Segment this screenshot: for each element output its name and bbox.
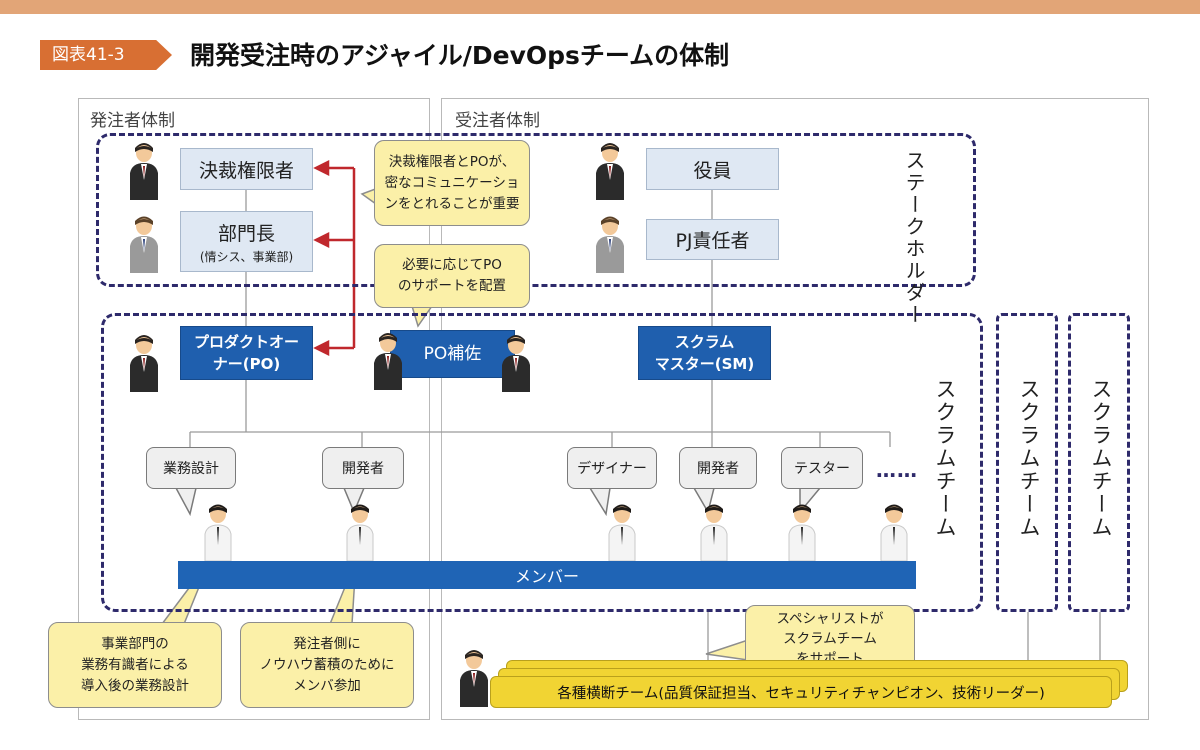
callout-line: ノウハウ蓄積のために xyxy=(259,656,395,673)
dept-head-label: 部門長 xyxy=(217,222,275,245)
callout-line: 必要に応じてPO xyxy=(402,257,502,273)
cross-team-label: 各種横断チーム(品質保証担当、セキュリティチャンピオン、技術リーダー) xyxy=(557,685,1045,702)
po-support-callout: 必要に応じてPO のサポートを配置 xyxy=(374,244,530,308)
figure-title: 開発受注時のアジャイル/DevOpsチームの体制 xyxy=(190,41,730,70)
person-icon xyxy=(124,140,164,200)
scrum-team-group xyxy=(101,313,983,612)
executive-label: 役員 xyxy=(693,159,732,182)
callout-line: 業務有識者による xyxy=(81,656,189,673)
top-accent-bar xyxy=(0,0,1200,14)
scrum-team-label: スクラムチーム xyxy=(933,378,957,539)
po-label-line1: プロダクトオー xyxy=(193,333,299,351)
approver-label: 決裁権限者 xyxy=(198,159,294,182)
person-icon xyxy=(496,332,536,392)
person-icon xyxy=(782,500,822,562)
callout-line: 事業部門の xyxy=(101,635,169,652)
person-icon xyxy=(874,500,914,562)
po-assist-label: PO補佐 xyxy=(423,344,482,364)
person-icon xyxy=(198,500,238,562)
person-icon xyxy=(124,332,164,392)
callout-line: のサポートを配置 xyxy=(398,278,506,294)
person-icon xyxy=(454,646,494,708)
person-icon xyxy=(590,140,630,200)
sm-label-line1: スクラム xyxy=(674,333,735,351)
callout-line: 決裁権限者とPOが、 xyxy=(388,153,516,170)
other-scrum-team-2-label: スクラムチーム xyxy=(1089,378,1113,539)
business-expert-callout: 事業部門の 業務有識者による 導入後の業務設計 xyxy=(48,622,222,708)
other-scrum-team-1-label: スクラムチーム xyxy=(1017,378,1041,539)
callout-line: メンバ参加 xyxy=(293,677,361,694)
callout-line: 導入後の業務設計 xyxy=(81,677,189,694)
role-business-design: 業務設計 xyxy=(146,447,236,489)
cross-team-bar: 各種横断チーム(品質保証担当、セキュリティチャンピオン、技術リーダー) xyxy=(490,676,1112,708)
dept-head-box: 部門長 (情シス、事業部) xyxy=(180,211,313,272)
client-region-label: 発注者体制 xyxy=(90,111,175,131)
client-region xyxy=(78,98,430,720)
po-communication-callout: 決裁権限者とPOが、 密なコミュニケーショ ンをとれることが重要 xyxy=(374,140,530,226)
callout-line: スクラムチーム xyxy=(783,631,877,647)
person-icon xyxy=(602,500,642,562)
approver-box: 決裁権限者 xyxy=(180,148,313,190)
person-icon xyxy=(340,500,380,562)
other-scrum-team-1 xyxy=(996,313,1058,612)
pj-manager-label: PJ責任者 xyxy=(675,230,750,252)
role-tester: テスター xyxy=(781,447,863,489)
person-icon xyxy=(368,330,408,390)
scrum-master-box: スクラム マスター(SM) xyxy=(638,326,771,380)
callout-line: 密なコミュニケーショ xyxy=(384,174,520,191)
person-icon xyxy=(694,500,734,562)
pj-manager-box: PJ責任者 xyxy=(646,219,779,260)
po-label-line2: ナー(PO) xyxy=(212,355,281,373)
executive-box: 役員 xyxy=(646,148,779,190)
person-icon xyxy=(590,213,630,273)
stakeholder-group xyxy=(96,133,976,287)
figure-tag: 図表41-3 xyxy=(40,40,172,70)
callout-line: スペシャリストが xyxy=(776,611,884,627)
client-member-callout: 発注者側に ノウハウ蓄積のために メンバ参加 xyxy=(240,622,414,708)
sm-label-line2: マスター(SM) xyxy=(654,355,755,373)
callout-line: 発注者側に xyxy=(293,635,361,652)
product-owner-box: プロダクトオー ナー(PO) xyxy=(180,326,313,380)
other-scrum-team-2 xyxy=(1068,313,1130,612)
person-icon xyxy=(124,213,164,273)
callout-line: ンをとれることが重要 xyxy=(384,195,520,212)
po-assist-box: PO補佐 xyxy=(390,330,515,378)
role-client-developer: 開発者 xyxy=(322,447,404,489)
dept-head-sub-label: (情シス、事業部) xyxy=(199,249,294,264)
role-designer: デザイナー xyxy=(567,447,657,489)
more-members-ellipsis: …… xyxy=(876,458,918,482)
role-vendor-developer: 開発者 xyxy=(679,447,757,489)
vendor-region-label: 受注者体制 xyxy=(455,111,540,131)
members-bar: メンバー xyxy=(178,561,916,589)
members-bar-label: メンバー xyxy=(514,567,579,586)
stakeholder-label: ステークホルダー xyxy=(902,150,926,326)
